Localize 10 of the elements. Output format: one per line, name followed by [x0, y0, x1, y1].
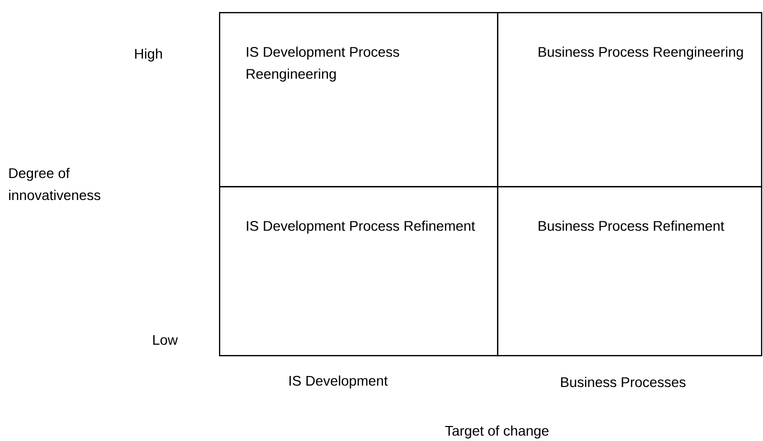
axis-label: IS Development	[290, 375, 388, 389]
axis-label: High	[135, 48, 162, 62]
matrix-cell: Business Process Refinement	[497, 186, 762, 356]
matrix-cell: Business Process Reengineering	[497, 12, 762, 188]
matrix-cell: IS Development Process Reengineering	[219, 12, 498, 188]
axis-label: Target of change	[445, 425, 548, 438]
matrix-cell: IS Development Process Refinement	[219, 186, 498, 356]
axis-label: Low	[153, 335, 178, 345]
axis-label: Degree of innovativeness	[9, 168, 100, 200]
axis-label: Business Processes	[561, 376, 686, 388]
